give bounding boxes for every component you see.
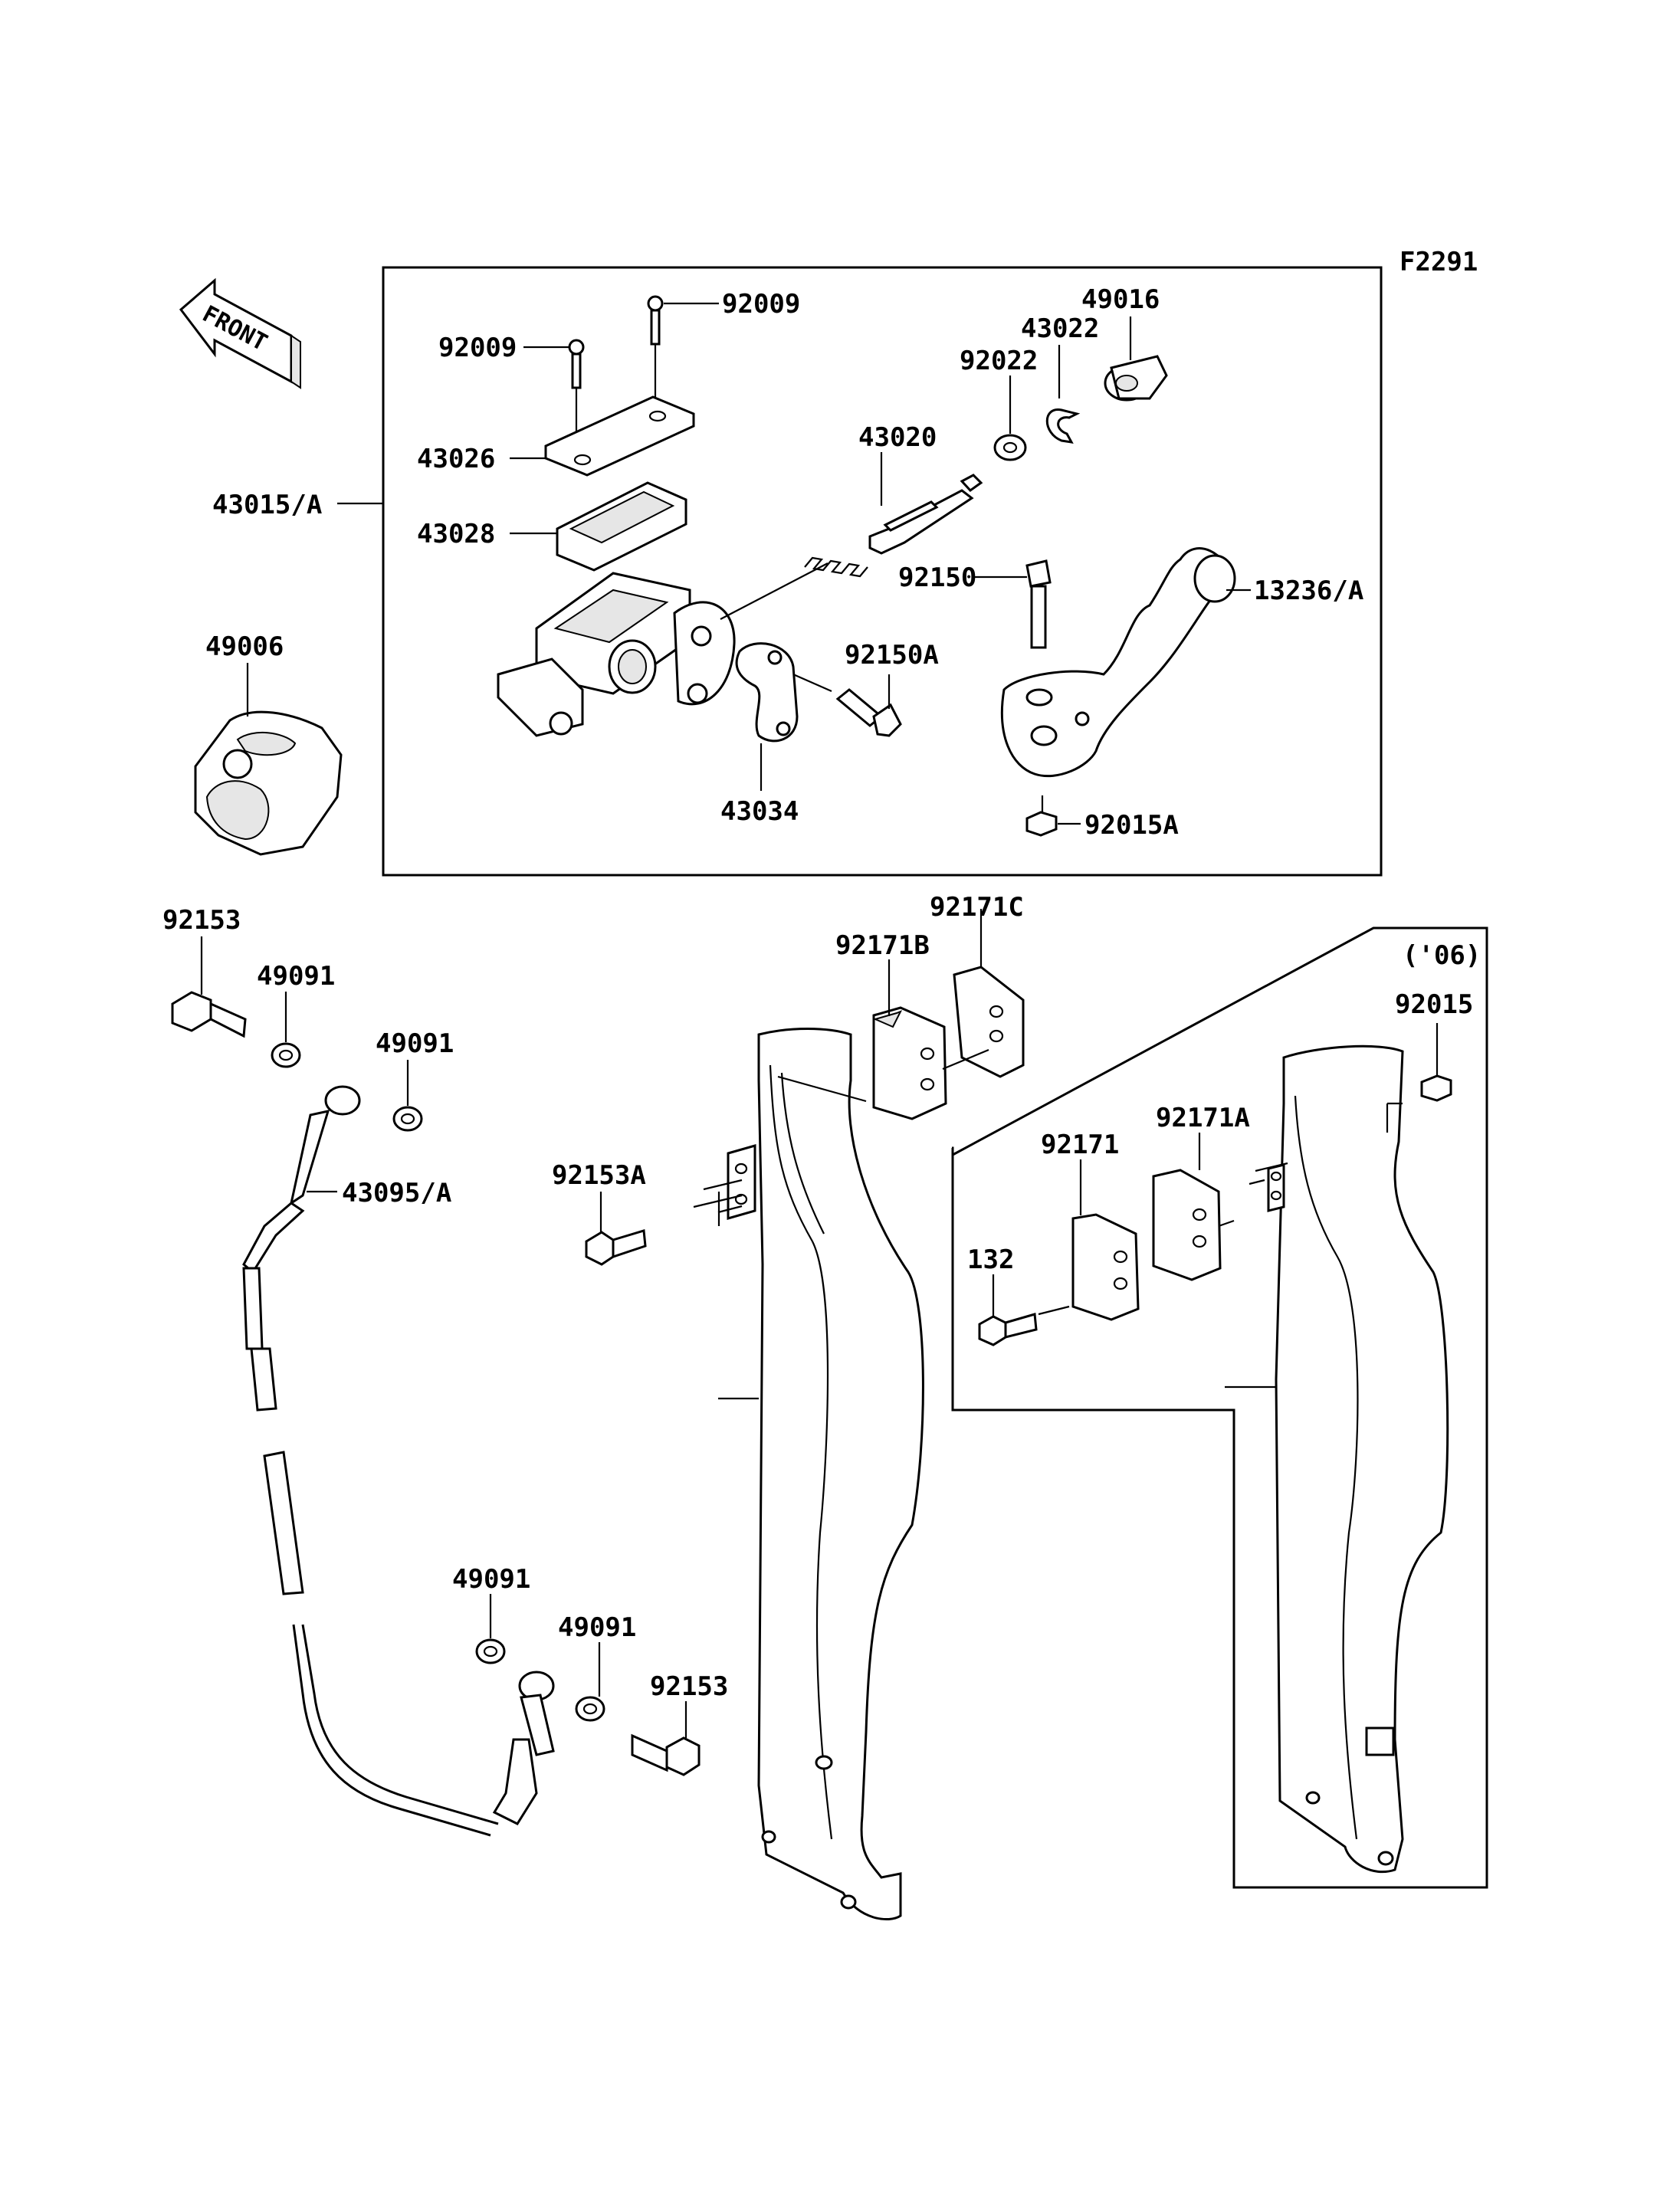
- label-43028: 43028: [417, 519, 495, 549]
- label-43095a: 43095/A: [342, 1178, 451, 1208]
- screw-92009-right: [647, 295, 664, 346]
- label-92171: 92171: [1041, 1130, 1119, 1160]
- banjo-bolt-92153-bottom: [631, 1733, 701, 1776]
- label-43034: 43034: [720, 796, 799, 827]
- label-92153a: 92153A: [552, 1160, 646, 1191]
- bolt-92153a: [585, 1229, 647, 1266]
- clamp-43034: [735, 642, 799, 743]
- label-49006: 49006: [205, 631, 284, 662]
- bolt-132: [978, 1313, 1038, 1346]
- screw-92009-left: [568, 339, 585, 389]
- washer-49091-4: [575, 1696, 605, 1722]
- label-92009: 92009: [438, 333, 517, 363]
- label-49091: 49091: [452, 1564, 530, 1595]
- washer-92022: [993, 434, 1027, 461]
- washer-49091-2: [392, 1106, 423, 1132]
- fork-guard-left: [727, 1028, 924, 1921]
- label-92150a: 92150A: [845, 640, 939, 671]
- circlip-43022: [1045, 408, 1081, 444]
- brake-hose-43095a: [242, 1085, 555, 1837]
- clamp-92171a: [1152, 1169, 1222, 1281]
- label-49091: 49091: [558, 1612, 636, 1643]
- master-cylinder-assembly-box: [382, 266, 1383, 877]
- variant-06-box: [951, 926, 1488, 1889]
- diaphragm-43028: [556, 481, 687, 572]
- label-92171b: 92171B: [835, 930, 930, 961]
- handlebar-cover-49006: [194, 710, 343, 856]
- label-92171c: 92171C: [930, 892, 1024, 923]
- pivot-bolt-92150: [1025, 559, 1052, 649]
- washer-49091-1: [271, 1042, 301, 1068]
- label-92015a: 92015A: [1084, 810, 1179, 841]
- label-132: 132: [967, 1244, 1014, 1275]
- label-92022: 92022: [960, 346, 1038, 376]
- label-92009: 92009: [722, 289, 800, 320]
- dust-boot-49016: [1104, 355, 1168, 402]
- figure-code: F2291: [1399, 247, 1478, 277]
- label-43022: 43022: [1021, 313, 1099, 344]
- label-49091: 49091: [376, 1028, 454, 1059]
- banjo-bolt-92153-top: [171, 991, 247, 1038]
- brake-lever-13236a: [1000, 547, 1236, 778]
- piston-43020: [804, 474, 983, 578]
- label-49091: 49091: [257, 961, 335, 992]
- label-92153: 92153: [162, 905, 241, 936]
- year-note: ('06): [1403, 940, 1481, 971]
- washer-49091-3: [475, 1638, 506, 1664]
- label-43020: 43020: [858, 422, 937, 453]
- nut-92015: [1420, 1074, 1452, 1102]
- label-43015a: 43015/A: [212, 490, 322, 520]
- label-49016: 49016: [1081, 284, 1160, 315]
- label-92171a: 92171A: [1156, 1103, 1250, 1133]
- nut-92015a: [1025, 811, 1058, 837]
- clamp-92171b: [872, 1006, 947, 1120]
- front-arrow-icon: FRONT: [179, 277, 301, 389]
- label-92150: 92150: [898, 562, 976, 593]
- master-cylinder-body: [497, 572, 736, 737]
- bolt-92150a: [835, 688, 902, 737]
- label-92153: 92153: [650, 1671, 728, 1702]
- fork-guard-right: [1267, 1044, 1449, 1874]
- clamp-92171: [1071, 1213, 1140, 1321]
- reservoir-cap-43026: [544, 395, 695, 477]
- label-92015: 92015: [1395, 989, 1473, 1020]
- label-13236a: 13236/A: [1254, 575, 1363, 606]
- label-43026: 43026: [417, 444, 495, 474]
